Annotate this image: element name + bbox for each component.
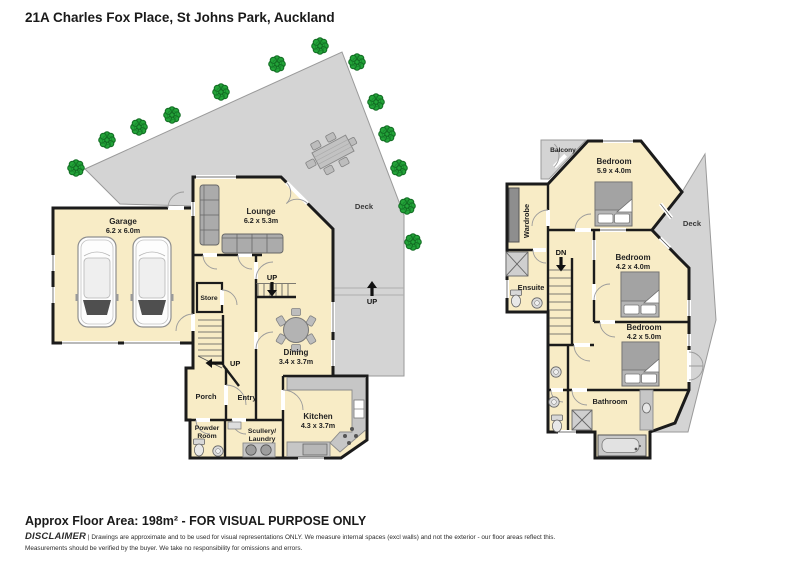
bedroom3-label: Bedroom	[626, 323, 661, 332]
garage-dims: 6.2 x 6.0m	[106, 226, 140, 235]
tree-icon	[390, 159, 408, 177]
basin-icon	[212, 445, 224, 457]
tree-icon	[130, 118, 148, 136]
lounge-label: Lounge	[247, 207, 276, 216]
page-title: 21A Charles Fox Place, St Johns Park, Au…	[25, 10, 335, 25]
tree-icon	[212, 83, 230, 101]
scullery-label-1: Scullery/	[248, 428, 276, 435]
entry-label: Entry	[238, 393, 258, 402]
balcony-label: Balcony	[550, 147, 576, 154]
disclaimer: DISCLAIMER | Drawings are approximate an…	[25, 530, 785, 554]
ensuite-label: Ensuite	[518, 283, 545, 292]
bathroom-fixtures	[548, 366, 654, 457]
tree-icon	[268, 55, 286, 73]
kitchen-counters	[286, 377, 366, 457]
scullery-label-2: Laundry	[249, 436, 276, 443]
garage-label: Garage	[109, 217, 137, 226]
stove-icon	[343, 427, 358, 445]
bathroom-label: Bathroom	[593, 397, 628, 406]
dining-label: Dining	[284, 348, 309, 357]
powder-room-label-2: Room	[197, 433, 216, 440]
tub-sink-icon	[227, 421, 242, 430]
bed-icon	[594, 181, 633, 227]
disclaimer-line2: Measurements should be verified by the b…	[25, 545, 303, 553]
floor-area-text: Approx Floor Area: 198m² - FOR VISUAL PU…	[25, 514, 367, 528]
bedroom1-label: Bedroom	[596, 157, 631, 166]
upper-doors	[531, 143, 616, 406]
kitchen-dims: 4.3 x 3.7m	[301, 421, 335, 430]
basin-icon	[550, 366, 562, 378]
tree-icon	[378, 125, 396, 143]
kitchen-label: Kitchen	[303, 412, 332, 421]
powder-room-label-1: Powder	[195, 425, 220, 432]
porch-label: Porch	[196, 392, 217, 401]
dining-table-icon	[283, 317, 309, 343]
up-label-deck: UP	[367, 297, 377, 306]
wardrobe-label: Wardrobe	[522, 204, 531, 238]
tree-icon	[98, 131, 116, 149]
dryer-icon	[260, 444, 272, 456]
toilet-icon	[510, 289, 522, 308]
ground-floor-plan: Garage 6.2 x 6.0m Lounge 6.2 x 5.3m Deck…	[51, 37, 422, 460]
up-arrow-main-stairs	[205, 358, 223, 368]
scullery-fixtures	[227, 421, 276, 458]
bedroom3-dims: 4.2 x 5.0m	[627, 332, 661, 341]
tree-icon	[404, 233, 422, 251]
oven-icon	[302, 443, 328, 456]
basin-icon	[531, 297, 543, 309]
tree-icon	[311, 37, 329, 55]
disclaimer-label: DISCLAIMER	[25, 531, 87, 542]
up-label-inner: UP	[267, 273, 277, 282]
bathtub-icon	[597, 434, 647, 457]
bedroom2-dims: 4.2 x 4.0m	[616, 262, 650, 271]
tree-icon	[398, 197, 416, 215]
ensuite-fixtures	[505, 251, 543, 309]
up-label-main: UP	[230, 359, 240, 368]
washer-icon	[245, 444, 257, 456]
tree-icon	[67, 159, 85, 177]
store-label: Store	[200, 295, 218, 302]
upper-deck-label: Deck	[683, 219, 702, 228]
tree-icon	[367, 93, 385, 111]
dining-table-set	[275, 308, 317, 352]
car-icon	[74, 236, 120, 328]
tree-icon	[348, 53, 366, 71]
basin-icon	[642, 402, 651, 414]
lounge-dims: 6.2 x 5.3m	[244, 216, 278, 225]
bed-icon	[621, 341, 660, 387]
lounge-sofas	[199, 184, 284, 254]
upper-floor-plan: Balcony Bedroom 5.9 x 4.0m Wardrobe Deck…	[505, 139, 717, 460]
bedroom1-dims: 5.9 x 4.0m	[597, 166, 631, 175]
tree-icon	[163, 106, 181, 124]
dn-arrow	[556, 257, 566, 272]
disclaimer-line1: | Drawings are approximate and to be use…	[87, 534, 556, 541]
deck-label: Deck	[355, 202, 374, 211]
up-arrow-deck	[367, 281, 377, 296]
upper-windows	[505, 139, 704, 434]
up-arrow-inner-stairs	[267, 282, 277, 297]
car-icon	[129, 236, 175, 328]
wardrobe-unit-icon	[508, 187, 520, 243]
dn-label: DN	[556, 248, 567, 257]
bed-icon	[620, 271, 660, 318]
sofa-icon	[221, 233, 284, 254]
staircase-upper	[549, 269, 571, 335]
toilet-icon	[551, 414, 563, 433]
ground-windows	[51, 175, 335, 460]
dining-dims: 3.4 x 3.7m	[279, 357, 313, 366]
toilet-icon	[193, 438, 205, 457]
outdoor-table-icon	[304, 131, 358, 176]
footer: Approx Floor Area: 198m² - FOR VISUAL PU…	[25, 514, 785, 554]
basin-icon	[548, 396, 560, 408]
bedroom2-label: Bedroom	[615, 253, 650, 262]
